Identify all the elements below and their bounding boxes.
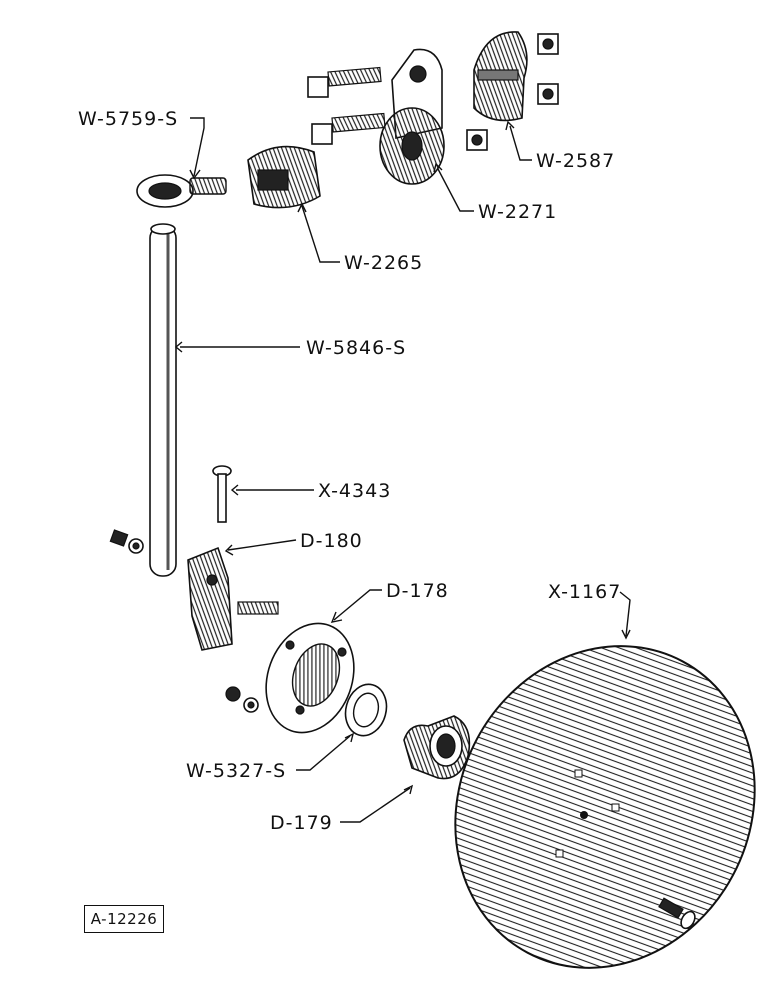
label-w2271: W-2271 [478, 201, 557, 223]
label-x1167: X-1167 [548, 581, 621, 603]
clamp-w2587-part [473, 31, 528, 122]
label-w2587: W-2587 [536, 150, 615, 172]
carriage-bolt-part [658, 897, 696, 930]
square-nut-2 [537, 83, 559, 105]
square-nut-1 [537, 33, 559, 55]
label-w5327s: W-5327-S [186, 760, 286, 782]
hub-d179-part [403, 715, 471, 780]
label-w2265: W-2265 [344, 252, 423, 274]
label-x4343: X-4343 [318, 480, 391, 502]
gear-clamp-w2271-part [379, 48, 445, 185]
leader-lines [174, 117, 631, 823]
collar-w2265-part [247, 145, 321, 209]
label-d180: D-180 [300, 530, 363, 552]
bolt-lower-part [311, 112, 386, 145]
disc-x1167-part [454, 645, 756, 969]
figure-id-badge: A-12226 [84, 905, 164, 933]
pin-x4343-part [212, 465, 232, 523]
bracket-d180-part [187, 546, 279, 651]
bolt-upper-part [307, 66, 382, 98]
label-w5846s: W-5846-S [306, 337, 406, 359]
rod-part [149, 223, 177, 577]
square-nut-3 [466, 129, 488, 151]
label-d178: D-178 [386, 580, 449, 602]
nut-washer-left [109, 529, 144, 554]
label-w5759s: W-5759-S [78, 108, 178, 130]
washer-w5327s-part [344, 683, 388, 737]
label-d179: D-179 [270, 812, 333, 834]
eye-bolt-part [136, 174, 227, 208]
nut-washer-flange [225, 686, 259, 713]
flange-d178-part [265, 622, 355, 734]
